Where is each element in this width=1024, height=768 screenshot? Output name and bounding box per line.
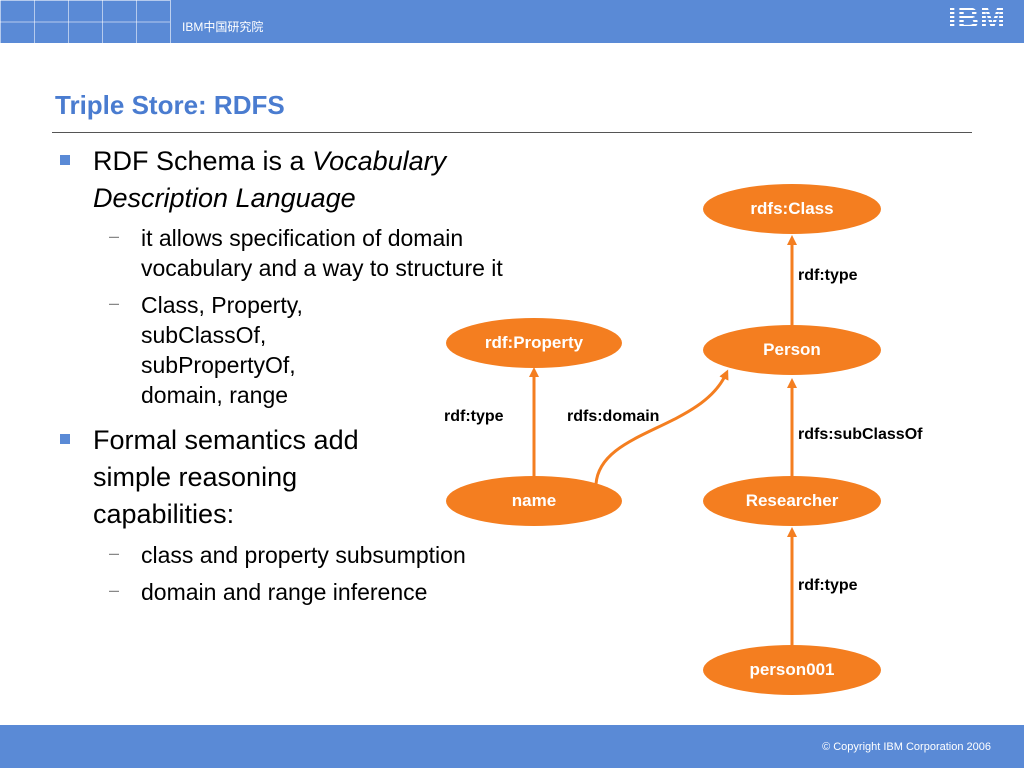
footer-bar: © Copyright IBM Corporation 2006 xyxy=(0,725,1024,768)
ibm-logo: IBM xyxy=(948,2,1006,35)
title-rule xyxy=(52,132,972,133)
edge-label-name-type: rdf:type xyxy=(444,408,504,425)
bullet-square-icon xyxy=(60,155,70,165)
subbullet-1-2-line4: domain, range xyxy=(141,382,289,408)
dash-marker: – xyxy=(109,543,120,563)
subbullet-1-2-line3: subPropertyOf, xyxy=(141,352,296,378)
bullet-1: RDF Schema is a Vocabulary Description L… xyxy=(60,143,447,217)
bullet-1-text: RDF Schema is a xyxy=(93,146,313,176)
subbullet-2-1: – class and property subsumption xyxy=(109,540,466,570)
header-title: IBM中国研究院 xyxy=(182,20,264,34)
subbullet-1-2-line2: subClassOf, xyxy=(141,322,267,348)
subbullet-1-2-line1: Class, Property, xyxy=(141,292,303,318)
header-bar: IBM中国研究院 IBM xyxy=(0,0,1024,43)
node-rdf-property: rdf:Property xyxy=(446,318,622,368)
subbullet-1-2: – Class, Property, subClassOf, subProper… xyxy=(109,290,303,410)
edge-label-researcher-subclass: rdfs:subClassOf xyxy=(798,426,923,443)
bullet-2-line1: Formal semantics add xyxy=(93,425,359,455)
node-researcher: Researcher xyxy=(703,476,881,526)
bullet-2-line3: capabilities: xyxy=(93,499,235,529)
bullet-1-line2: Description Language xyxy=(93,183,356,213)
bullet-2-line2: simple reasoning xyxy=(93,462,298,492)
bullet-2: Formal semantics add simple reasoning ca… xyxy=(60,422,359,533)
node-person: Person xyxy=(703,325,881,375)
arrow-name-domain xyxy=(594,369,729,485)
dash-marker: – xyxy=(109,293,120,313)
node-person001: person001 xyxy=(703,645,881,695)
dash-marker: – xyxy=(109,226,120,246)
bullet-1-italic: Vocabulary xyxy=(312,146,447,176)
subbullet-1-1-line1: it allows specification of domain xyxy=(141,225,464,251)
subbullet-2-2: – domain and range inference xyxy=(109,577,428,607)
node-rdfs-class: rdfs:Class xyxy=(703,184,881,234)
header-separator xyxy=(170,0,171,43)
bullet-square-icon xyxy=(60,434,70,444)
header-grid-decoration xyxy=(0,0,170,43)
dash-marker: – xyxy=(109,580,120,600)
slide-title: Triple Store: RDFS xyxy=(55,90,285,120)
edge-label-person001-type: rdf:type xyxy=(798,577,858,594)
node-name: name xyxy=(446,476,622,526)
copyright-text: © Copyright IBM Corporation 2006 xyxy=(822,741,991,753)
edge-label-person-type: rdf:type xyxy=(798,267,858,284)
subbullet-1-1: – it allows specification of domain voca… xyxy=(109,223,503,283)
subbullet-1-1-line2: vocabulary and a way to structure it xyxy=(141,255,503,281)
subbullet-2-2-text: domain and range inference xyxy=(141,579,428,605)
subbullet-2-1-text: class and property subsumption xyxy=(141,542,466,568)
edge-label-name-domain: rdfs:domain xyxy=(567,408,660,425)
